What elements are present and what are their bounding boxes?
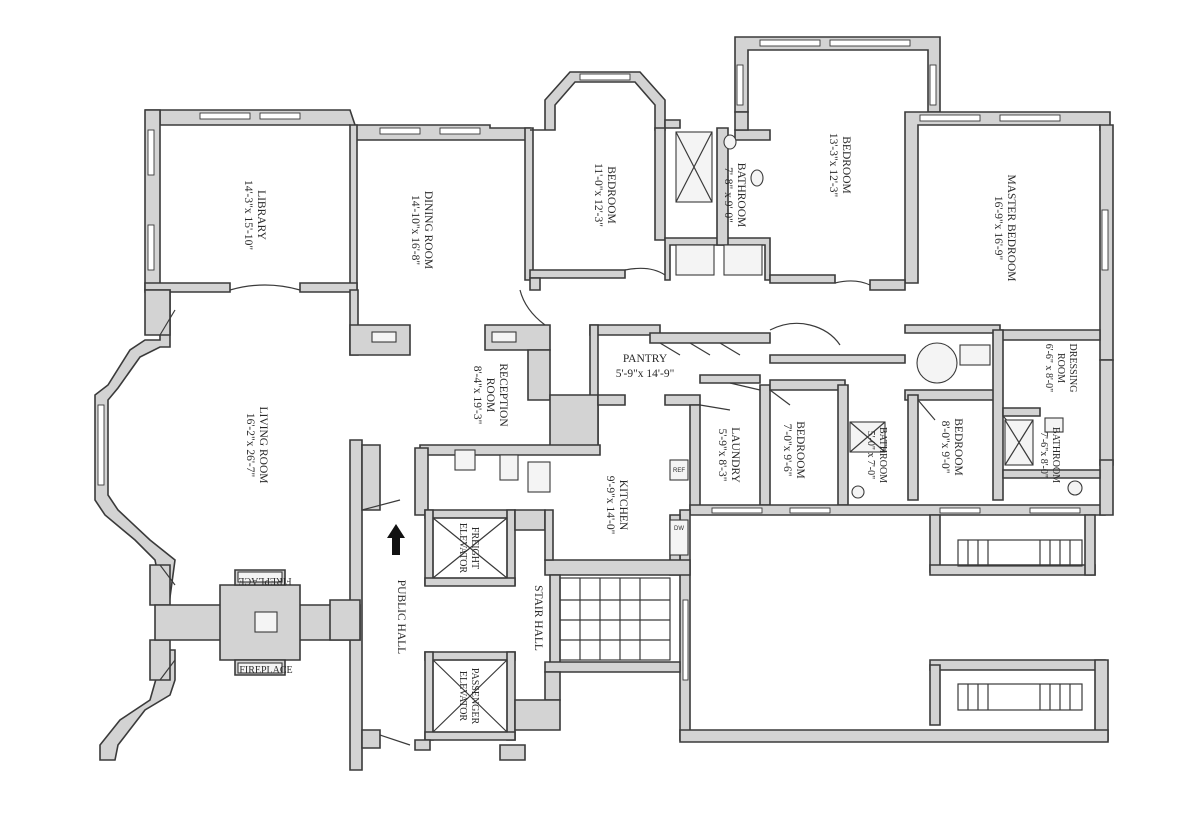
stair-steps-rear-2 bbox=[957, 683, 1083, 711]
room-reception-name2: ROOM bbox=[484, 378, 496, 413]
room-dining-name: DINING ROOM bbox=[422, 191, 434, 269]
room-kitchen-name: KITCHEN bbox=[617, 480, 629, 531]
room-pantry-name: PANTRY bbox=[623, 353, 668, 365]
stair-steps-rear-1 bbox=[957, 539, 1083, 567]
windows bbox=[97, 39, 1109, 681]
room-bathroom-1-size: 7'-8" x 9'-0" bbox=[722, 167, 734, 223]
room-bedroom-3-size: 7'-0"x 9'-6" bbox=[781, 424, 793, 477]
fixtures bbox=[237, 131, 1083, 733]
room-dressing-name2: ROOM bbox=[1055, 353, 1066, 383]
room-bedroom-4-size: 8'-0"x 9'-0" bbox=[939, 421, 951, 474]
room-dining-size: 14'-10"x 16'-8" bbox=[409, 195, 421, 265]
room-library-size: 14'-3"x 15'-10" bbox=[242, 180, 254, 250]
ref-label: REF bbox=[673, 468, 685, 474]
room-bedroom-4-name: BEDROOM bbox=[952, 418, 964, 476]
room-kitchen-size: 9'-9"x 14'-0" bbox=[604, 476, 616, 535]
room-bedroom-1-name: BEDROOM bbox=[605, 166, 617, 224]
room-master-size: 16'-9"x 16'-9" bbox=[992, 196, 1004, 260]
room-bedroom-3-name: BEDROOM bbox=[794, 421, 806, 479]
room-bathroom-3-name: BATHROOM bbox=[1050, 427, 1061, 483]
room-reception-name: RECEPTION bbox=[497, 363, 509, 427]
room-dressing-size: 6'-6" x 8'-0" bbox=[1043, 344, 1054, 392]
room-master-name: MASTER BEDROOM bbox=[1005, 174, 1017, 281]
room-stair-hall-name: STAIR HALL bbox=[532, 585, 544, 651]
stair-steps bbox=[559, 577, 671, 661]
room-laundry-name: LAUNDRY bbox=[729, 427, 741, 483]
room-pantry-label: PANTRY 5'-9"x 14'-9" bbox=[616, 353, 675, 380]
dw-label: DW bbox=[674, 526, 684, 532]
room-bedroom-1-size: 11'-0"x 12'-3" bbox=[592, 163, 604, 227]
room-laundry-size: 5'-9"x 8'-3" bbox=[716, 429, 728, 482]
fireplace-top-label: FIREPLACE bbox=[238, 575, 291, 586]
room-bathroom-2-name: BATHROOM bbox=[877, 427, 888, 483]
room-freight-name: FREIGHT bbox=[469, 527, 480, 569]
room-bedroom-2-name: BEDROOM bbox=[840, 136, 852, 194]
room-bathroom-3-size: 7'-6"x 8'-0" bbox=[1038, 432, 1049, 478]
room-library-name: LIBRARY bbox=[255, 190, 267, 241]
room-bathroom-2-size: 5'-0" x 7'-0" bbox=[865, 431, 876, 479]
room-bathroom-1-name: BATHROOM bbox=[735, 163, 747, 228]
doors bbox=[159, 267, 1021, 746]
room-reception-size: 8'-4"x 19'-3" bbox=[471, 366, 483, 425]
entry-arrow-icon bbox=[387, 524, 405, 555]
room-living-name: LIVING ROOM bbox=[257, 407, 269, 484]
room-pantry-size: 5'-9"x 14'-9" bbox=[616, 368, 675, 380]
room-freight-name2: ELEVATOR bbox=[457, 523, 468, 574]
room-passenger-name: PASSENGER bbox=[469, 668, 480, 725]
room-dressing-name: DRESSING bbox=[1067, 344, 1078, 393]
walls bbox=[94, 36, 1114, 771]
room-passenger-name2: ELEVATOR bbox=[457, 671, 468, 722]
room-living-size: 16'-2"x 26'-7" bbox=[244, 413, 256, 477]
room-public-hall-name: PUBLIC HALL bbox=[395, 580, 407, 654]
fireplace-bottom-label: FIREPLACE bbox=[239, 665, 292, 676]
room-bedroom-2-size: 13'-3"x 12'-3" bbox=[827, 133, 839, 197]
room-labels: LIBRARY 14'-3"x 15'-10" DINING ROOM 14'-… bbox=[238, 133, 1078, 725]
